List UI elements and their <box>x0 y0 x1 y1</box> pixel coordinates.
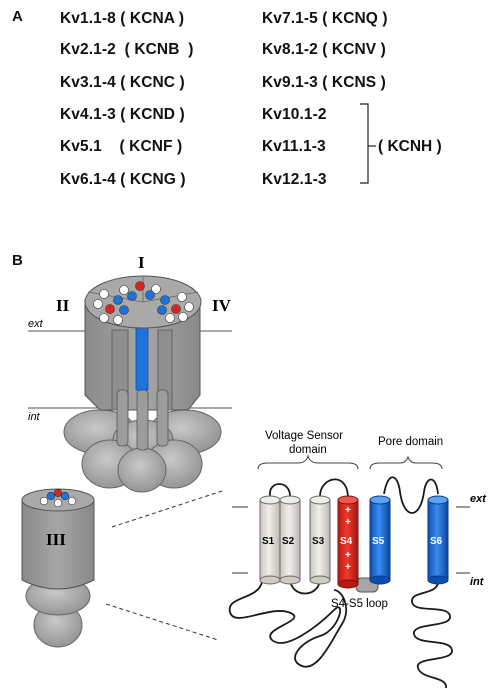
s3-label: S3 <box>312 536 325 547</box>
kv7-family: Kv7.1-5 ( KCNQ ) <box>262 10 388 27</box>
segment-s4 <box>337 495 359 589</box>
subunit-label-iii: III <box>46 530 66 549</box>
s4-charge-3: + <box>345 550 351 561</box>
subunit-label-iv: IV <box>212 296 232 315</box>
segment-s5 <box>369 495 391 585</box>
voltage-sensor-domain-label-line1: Voltage Sensor <box>265 430 343 442</box>
kv3-family: Kv3.1-4 ( KCNC ) <box>60 74 185 91</box>
s4-s5-loop-label: S4-S5 loop <box>331 598 388 610</box>
voltage-sensor-domain-label-line2: domain <box>289 444 327 456</box>
panel-a-label: A <box>12 8 23 25</box>
subunit-label-i: I <box>138 253 145 272</box>
s1-label: S1 <box>262 536 275 547</box>
ext-label-right: ext <box>470 493 487 505</box>
segment-s3 <box>309 495 331 585</box>
kv10-family: Kv10.1-2 <box>262 106 327 123</box>
domain-braces <box>257 454 443 470</box>
kv8-family: Kv8.1-2 ( KCNV ) <box>262 41 386 58</box>
ext-label-left: ext <box>28 318 44 330</box>
s4-charge-1: + <box>345 505 351 516</box>
subunit-label-ii: II <box>56 296 70 315</box>
kv12-family: Kv12.1-3 <box>262 171 327 188</box>
s6-label: S6 <box>430 536 443 547</box>
kcnh-group-label: ( KCNH ) <box>378 138 442 155</box>
kv6-family: Kv6.1-4 ( KCNG ) <box>60 171 186 188</box>
panel-b-label: B <box>12 252 23 269</box>
top-disk-segments <box>87 277 199 325</box>
int-label-right: int <box>470 576 485 588</box>
kv4-family: Kv4.1-3 ( KCND ) <box>60 106 185 123</box>
s4-charge-2: + <box>345 517 351 528</box>
int-label-left: int <box>28 411 41 423</box>
single-subunit <box>21 488 95 648</box>
kv9-family: Kv9.1-3 ( KCNS ) <box>262 74 386 91</box>
s4-label: S4 <box>340 536 353 547</box>
topology-membrane <box>232 506 470 574</box>
segment-s6 <box>427 495 449 585</box>
polypeptide-chain <box>229 476 453 689</box>
kv2-family: Kv2.1-2 ( KCNB ) <box>60 41 194 58</box>
kv11-family: Kv11.1-3 <box>262 138 326 155</box>
zoom-lines <box>105 490 223 641</box>
s4-positive-charges: + + + + <box>345 505 351 573</box>
segment-s1 <box>259 495 281 585</box>
s4-charge-4: + <box>345 562 351 573</box>
kv1-family: Kv1.1-8 ( KCNA ) <box>60 10 185 27</box>
pore-domain-label: Pore domain <box>378 436 443 448</box>
s2-label: S2 <box>282 536 295 547</box>
s5-label: S5 <box>372 536 385 547</box>
kv5-family: Kv5.1 ( KCNF ) <box>60 138 183 155</box>
segment-s2 <box>279 495 301 585</box>
